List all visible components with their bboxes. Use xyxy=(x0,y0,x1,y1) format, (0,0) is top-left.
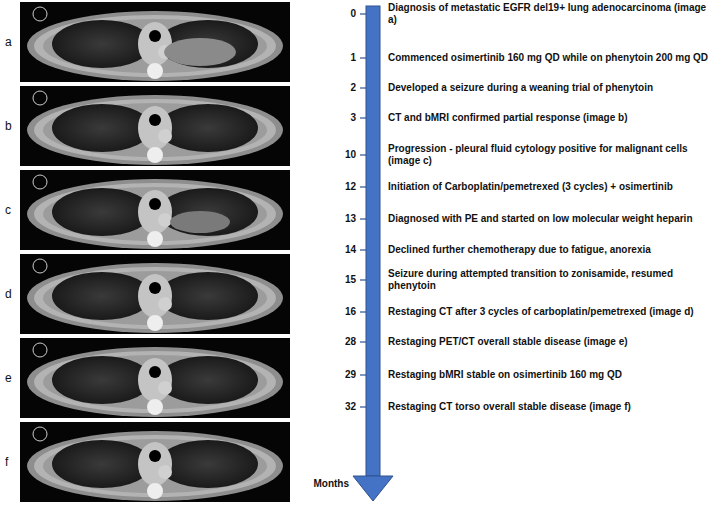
event-text: Diagnosed with PE and started on low mol… xyxy=(388,213,710,225)
tick-mark xyxy=(360,87,366,88)
month-number: 0 xyxy=(350,8,356,20)
ct-image xyxy=(20,170,290,250)
tick-mark xyxy=(360,154,366,155)
timeline-arrow xyxy=(353,6,393,501)
panel-letter: e xyxy=(5,372,12,384)
tick-mark xyxy=(360,341,366,342)
effusion-shadow xyxy=(164,38,236,66)
month-number: 15 xyxy=(345,274,356,286)
month-number: 13 xyxy=(345,213,356,225)
month-number: 10 xyxy=(345,149,356,161)
tick-mark xyxy=(360,311,366,312)
tick-mark xyxy=(360,218,366,219)
ct-image xyxy=(20,254,290,334)
panel-letter: f xyxy=(5,456,8,468)
ct-image xyxy=(20,422,290,502)
tick-mark xyxy=(360,13,366,14)
tick-mark xyxy=(360,117,366,118)
event-text: Progression - pleural fluid cytology pos… xyxy=(388,143,710,167)
arrow-head xyxy=(353,476,393,501)
panel-letter: d xyxy=(5,288,12,300)
month-number: 32 xyxy=(345,401,356,413)
event-text: Developed a seizure during a weaning tri… xyxy=(388,82,710,94)
timeline-bar xyxy=(366,6,380,476)
event-text: Diagnosis of metastatic EGFR del19+ lung… xyxy=(388,2,710,26)
event-text: Restaging PET/CT overall stable disease … xyxy=(388,336,710,348)
panel-letter: c xyxy=(5,204,11,216)
ct-image xyxy=(20,338,290,418)
month-number: 29 xyxy=(345,369,356,381)
month-number: 1 xyxy=(350,52,356,64)
tick-mark xyxy=(360,279,366,280)
ct-scan-images xyxy=(20,2,290,502)
month-number: 28 xyxy=(345,336,356,348)
event-text: Seizure during attempted transition to z… xyxy=(388,268,710,292)
ct-image xyxy=(20,2,290,82)
panel-letter: b xyxy=(5,120,12,132)
tick-mark xyxy=(360,406,366,407)
event-text: Commenced osimertinib 160 mg QD while on… xyxy=(388,52,710,64)
month-number: 2 xyxy=(350,82,356,94)
tick-mark xyxy=(360,186,366,187)
axis-label: Months xyxy=(313,478,349,490)
event-text: Restaging CT torso overall stable diseas… xyxy=(388,401,710,413)
tick-mark xyxy=(360,374,366,375)
month-number: 16 xyxy=(345,306,356,318)
event-text: Restaging CT after 3 cycles of carboplat… xyxy=(388,306,710,318)
month-number: 3 xyxy=(350,112,356,124)
event-text: Declined further chemotherapy due to fat… xyxy=(388,244,710,256)
ct-image xyxy=(20,86,290,166)
tick-marks xyxy=(360,14,366,407)
month-number: 12 xyxy=(345,181,356,193)
event-text: Restaging bMRI stable on osimertinib 160… xyxy=(388,369,710,381)
event-text: Initiation of Carboplatin/pemetrexed (3 … xyxy=(388,181,710,193)
panel-letter: a xyxy=(5,36,12,48)
event-text: CT and bMRI confirmed partial response (… xyxy=(388,112,710,124)
effusion-shadow xyxy=(170,211,230,233)
tick-mark xyxy=(360,57,366,58)
month-number: 14 xyxy=(345,244,356,256)
tick-mark xyxy=(360,249,366,250)
